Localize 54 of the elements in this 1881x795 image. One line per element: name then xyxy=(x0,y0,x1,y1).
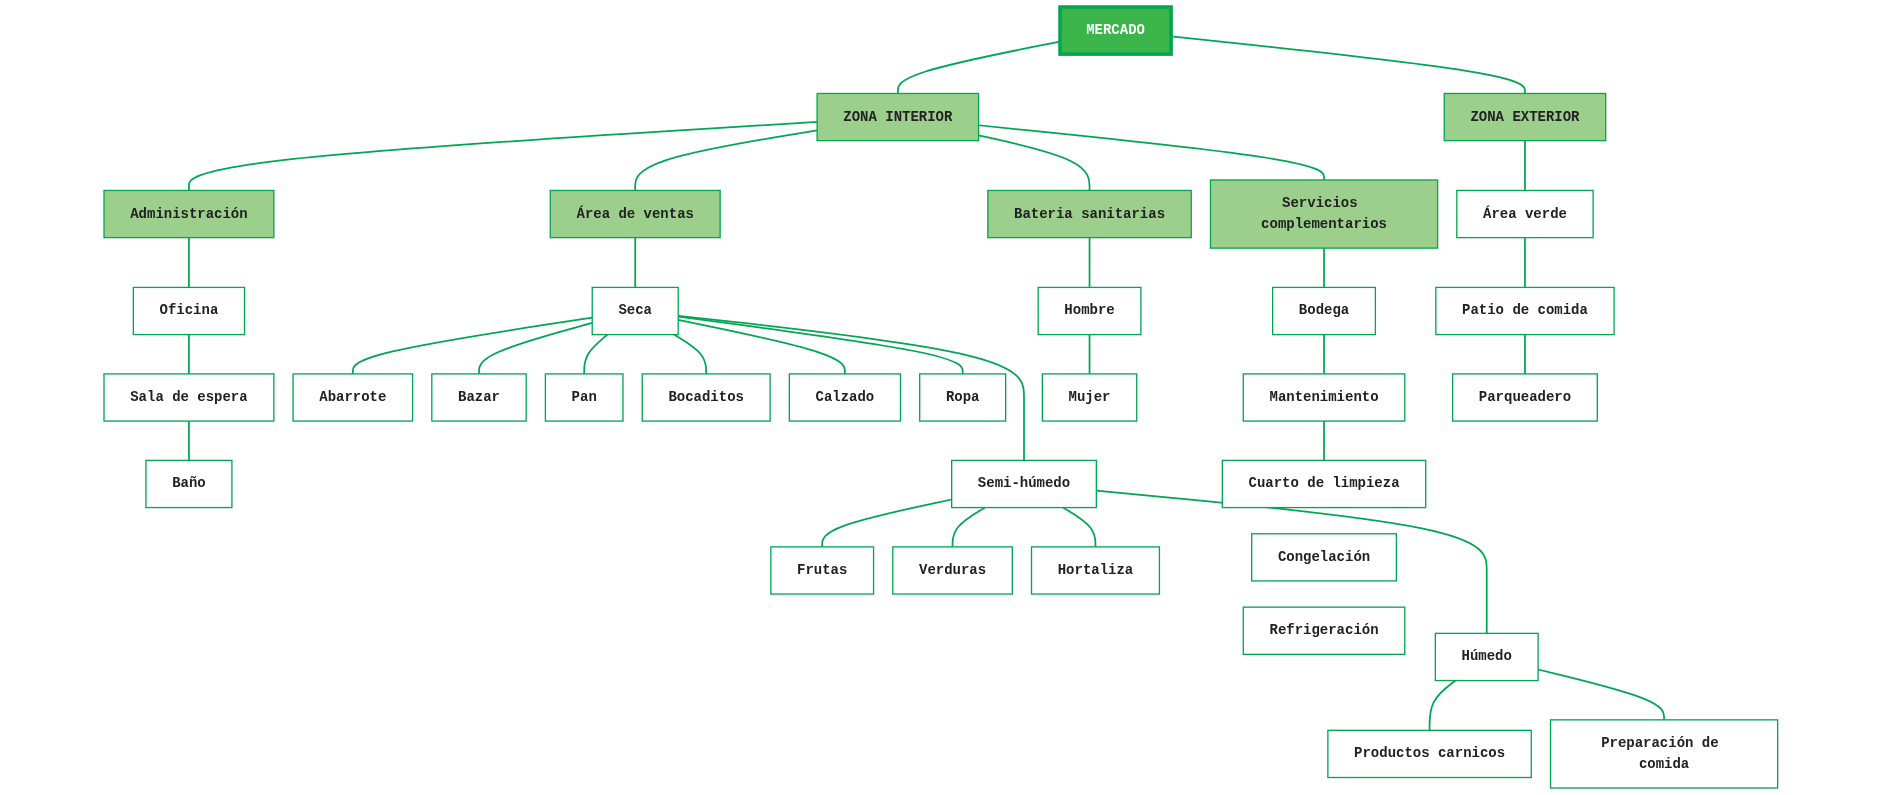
connector xyxy=(1061,506,1097,548)
node-box: Calzado xyxy=(788,373,901,422)
connector xyxy=(583,333,608,375)
node-box: Productos carnicos xyxy=(1326,729,1532,779)
node-box: ZONA EXTERIOR xyxy=(1443,92,1607,142)
connector xyxy=(1523,236,1526,289)
node-box: Abarrote xyxy=(292,373,413,422)
node-box: Refrigeración xyxy=(1242,606,1406,655)
node-box: Baño xyxy=(144,459,233,509)
connector xyxy=(677,315,964,375)
node-box: MERCADO xyxy=(1057,5,1173,56)
node-box: Servicios complementarios xyxy=(1209,179,1438,249)
connector xyxy=(672,333,707,375)
connector xyxy=(1088,236,1091,289)
node-box: Congelación xyxy=(1250,533,1397,582)
connector xyxy=(187,420,190,462)
connector xyxy=(1322,247,1325,289)
connector xyxy=(1322,333,1325,375)
connector xyxy=(1523,333,1526,375)
node-box: Oficina xyxy=(132,286,245,336)
node-box: Preparación de comida xyxy=(1549,719,1778,789)
node-box: Seca xyxy=(591,286,679,336)
connector xyxy=(677,319,846,375)
node-box: Sala de espera xyxy=(103,373,275,422)
node-box: Cuarto de limpieza xyxy=(1221,459,1427,509)
node-box: Semi-húmedo xyxy=(950,459,1097,509)
connector xyxy=(1322,420,1325,462)
node-box: Patio de comida xyxy=(1434,286,1615,336)
node-box: Área verde xyxy=(1455,189,1594,239)
node-box: Ropa xyxy=(918,373,1006,422)
connector xyxy=(1428,679,1457,732)
node-box: Verduras xyxy=(891,546,1013,595)
node-box: Frutas xyxy=(769,546,874,595)
node-box: Administración xyxy=(103,189,275,239)
node-box: Hortaliza xyxy=(1030,546,1160,595)
node-box: Hombre xyxy=(1037,286,1142,336)
connector xyxy=(634,236,636,289)
connector xyxy=(187,333,190,375)
node-box: Pan xyxy=(544,373,624,422)
node-box: Bocaditos xyxy=(641,373,771,422)
node-box: Parqueadero xyxy=(1451,373,1598,422)
node-box: Húmedo xyxy=(1434,632,1539,682)
node-box: Bateria sanitarias xyxy=(986,189,1192,239)
node-box: Bazar xyxy=(430,373,527,422)
connector xyxy=(187,236,190,289)
node-box: Mujer xyxy=(1041,373,1138,422)
node-box: ZONA INTERIOR xyxy=(816,92,979,142)
node-box: Área de ventas xyxy=(549,189,721,239)
node-box: Mantenimiento xyxy=(1242,373,1406,422)
connector xyxy=(1523,139,1526,192)
node-box: Bodega xyxy=(1271,286,1376,336)
connector xyxy=(1088,333,1091,375)
connector xyxy=(677,314,1025,462)
connector xyxy=(951,506,986,548)
